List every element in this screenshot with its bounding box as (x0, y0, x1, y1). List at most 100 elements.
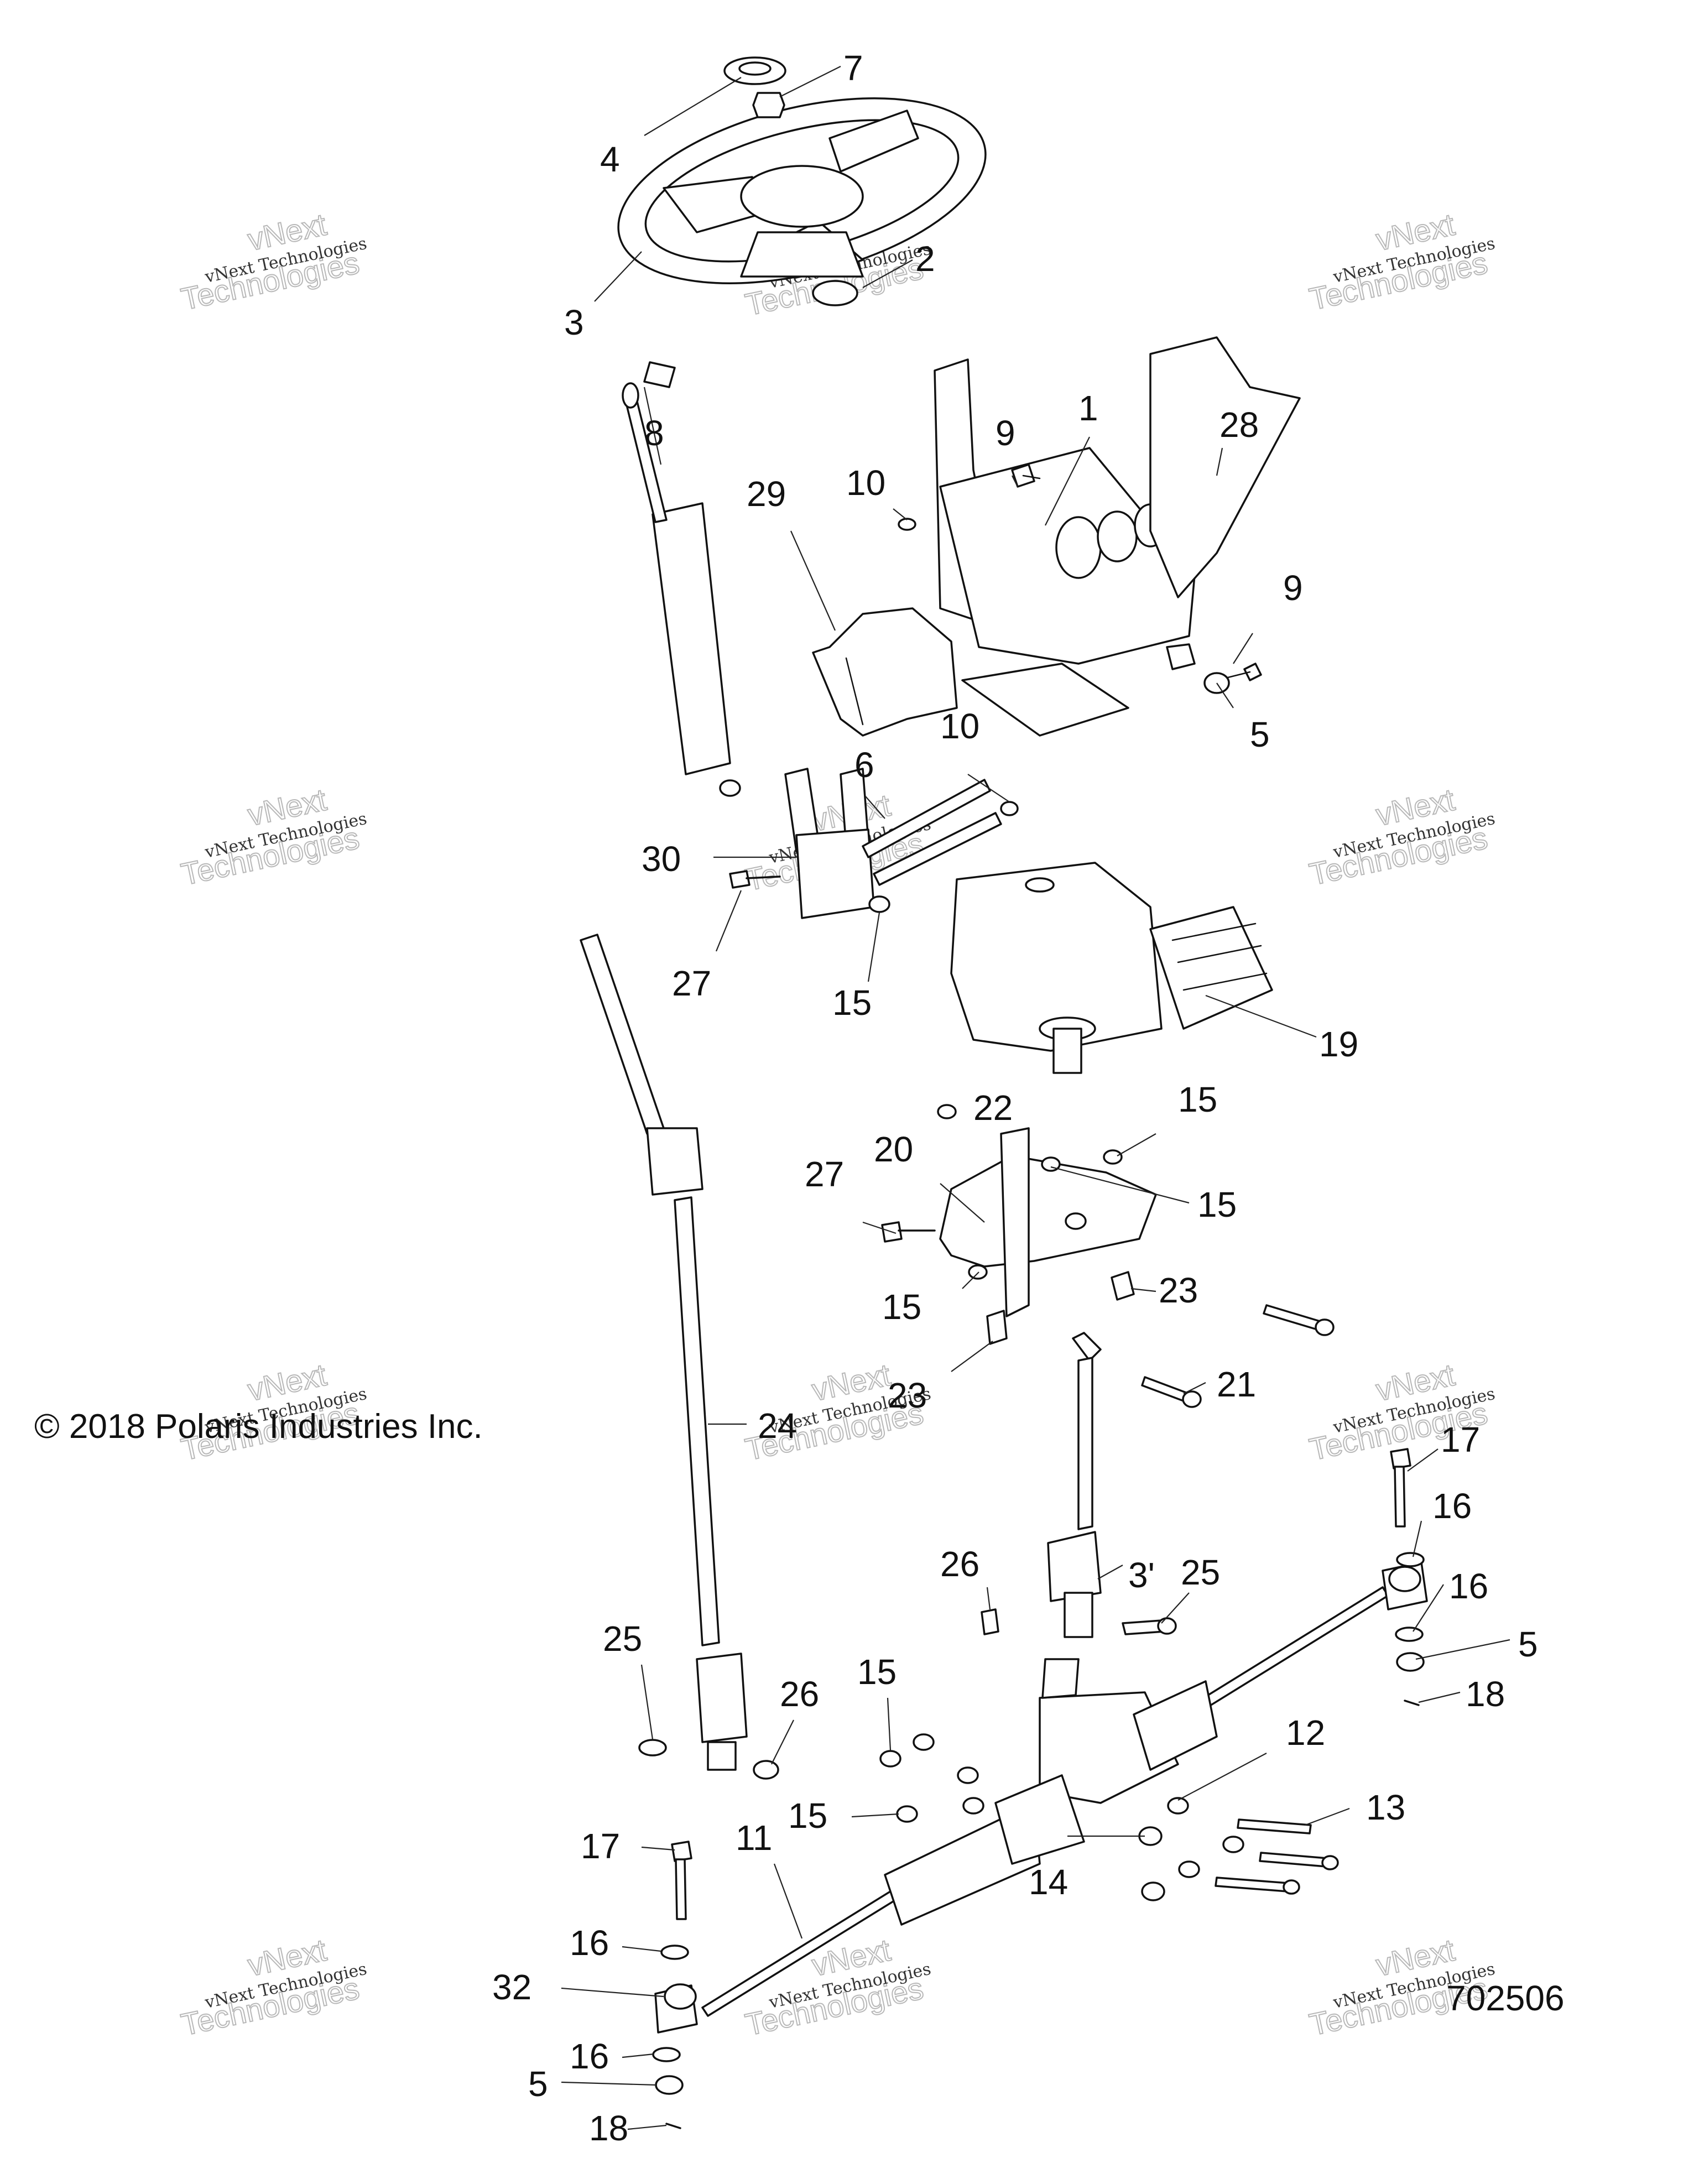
callout-16: 16 (570, 1923, 609, 1963)
callout-27: 27 (805, 1154, 844, 1194)
clip (896, 1805, 918, 1823)
callout-15: 15 (788, 1796, 827, 1836)
callout-12: 12 (1286, 1713, 1325, 1753)
callout-23: 23 (888, 1375, 927, 1415)
watermark: Technologies vNext vNext Technologies (178, 781, 368, 893)
upper-u-joint (784, 768, 875, 919)
callout-21: 21 (1217, 1364, 1256, 1404)
clip (1167, 1797, 1189, 1815)
callout-31: 3' (1128, 1555, 1155, 1595)
power-steering-unit (950, 862, 1273, 1074)
lower-steering-shaft (580, 934, 748, 1771)
clip (868, 895, 890, 913)
bolt (1011, 463, 1041, 488)
callout-28: 28 (1219, 405, 1259, 445)
callout-9: 9 (996, 413, 1015, 453)
pivot-pin (873, 812, 1002, 886)
bolt (1237, 1818, 1312, 1834)
pin (981, 1608, 999, 1635)
washer (1178, 1860, 1200, 1878)
callout-1: 1 (1078, 388, 1098, 428)
pivot-pin (862, 779, 991, 858)
bolt (729, 870, 781, 889)
callout-23: 23 (1159, 1270, 1198, 1310)
callout-8: 8 (644, 413, 664, 453)
bolt (1141, 1376, 1202, 1408)
callout-11: 11 (736, 1818, 772, 1858)
cotter-pin (1404, 1700, 1420, 1706)
flange-bolt (986, 1310, 1008, 1345)
callout-6: 6 (854, 745, 874, 785)
callout-9: 9 (1283, 568, 1303, 608)
nut (962, 1797, 984, 1815)
washer (652, 2047, 681, 2062)
callout-30: 30 (642, 839, 681, 879)
steering-rack (701, 1586, 1389, 2017)
watermark: Technologies vNext vNext Technologies (178, 1932, 368, 2043)
flange-bolt (1111, 1271, 1135, 1301)
callout-5: 5 (528, 2064, 548, 2104)
callout-10: 10 (940, 706, 979, 746)
callout-26: 26 (940, 1544, 979, 1584)
callout-16: 16 (570, 2036, 609, 2076)
nut (1065, 1212, 1087, 1230)
tie-rod-end-left (654, 1983, 698, 2034)
callout-17: 17 (581, 1826, 620, 1866)
leader-lines (561, 66, 1510, 2130)
bolt (671, 1841, 692, 1920)
callout-32: 32 (492, 1967, 531, 2007)
bolt (1215, 1877, 1300, 1895)
nut (957, 1766, 979, 1784)
callout-7: 7 (843, 48, 863, 88)
watermark: Technologies vNext vNext Technologies (1306, 206, 1497, 317)
nut (913, 1733, 935, 1751)
watermark-group: Technologies vNext vNext Technologies Te… (178, 206, 1497, 2043)
callout-18: 18 (589, 2108, 628, 2148)
bolt (1390, 1448, 1411, 1528)
callout-14: 14 (1029, 1862, 1068, 1902)
callout-13: 13 (1366, 1787, 1405, 1827)
washer (660, 1945, 689, 1960)
gas-strut (622, 361, 741, 797)
clip (968, 1264, 988, 1280)
callout-16: 16 (1449, 1566, 1488, 1606)
callout-18: 18 (1466, 1674, 1505, 1714)
callout-24: 24 (758, 1406, 797, 1446)
steering-wheel-cap (723, 56, 786, 85)
nut (1396, 1652, 1425, 1672)
watermark: Technologies vNext vNext Technologies (1306, 781, 1497, 893)
washer (1395, 1627, 1424, 1642)
steering-column-bracket (934, 358, 1196, 737)
nut (1141, 1881, 1165, 1901)
column-cover-left (812, 607, 958, 737)
callout-2: 2 (915, 239, 935, 279)
callout-25: 25 (1181, 1552, 1220, 1592)
callout-4: 4 (600, 139, 620, 179)
washer (1396, 1552, 1425, 1567)
washer (1222, 1836, 1244, 1853)
callout-labels: 7 4 3 2 8 29 10 9 1 28 9 5 10 6 30 27 15… (492, 48, 1538, 2148)
callout-19: 19 (1319, 1024, 1358, 1064)
callout-25: 25 (603, 1619, 642, 1659)
pin (638, 1739, 667, 1756)
callout-15: 15 (882, 1287, 921, 1327)
watermark: Technologies vNext vNext Technologies (742, 1932, 932, 2043)
bolt (1259, 1852, 1339, 1870)
watermark: Technologies vNext vNext Technologies (178, 206, 368, 317)
tie-rod-end-right (1382, 1561, 1428, 1610)
intermediate-shaft (1047, 1332, 1102, 1638)
nut (937, 1104, 957, 1119)
callout-17: 17 (1441, 1420, 1480, 1460)
clip (1000, 801, 1019, 816)
flange-nut (1166, 643, 1196, 670)
callout-22: 22 (973, 1088, 1013, 1128)
callout-15: 15 (857, 1652, 897, 1692)
bolt (1122, 1617, 1177, 1635)
callout-16: 16 (1432, 1486, 1472, 1526)
callout-5: 5 (1518, 1624, 1538, 1664)
bolt (1263, 1304, 1335, 1336)
callout-27: 27 (672, 963, 711, 1003)
callout-15: 15 (832, 983, 872, 1023)
document-number: 702506 (1446, 1978, 1565, 2018)
